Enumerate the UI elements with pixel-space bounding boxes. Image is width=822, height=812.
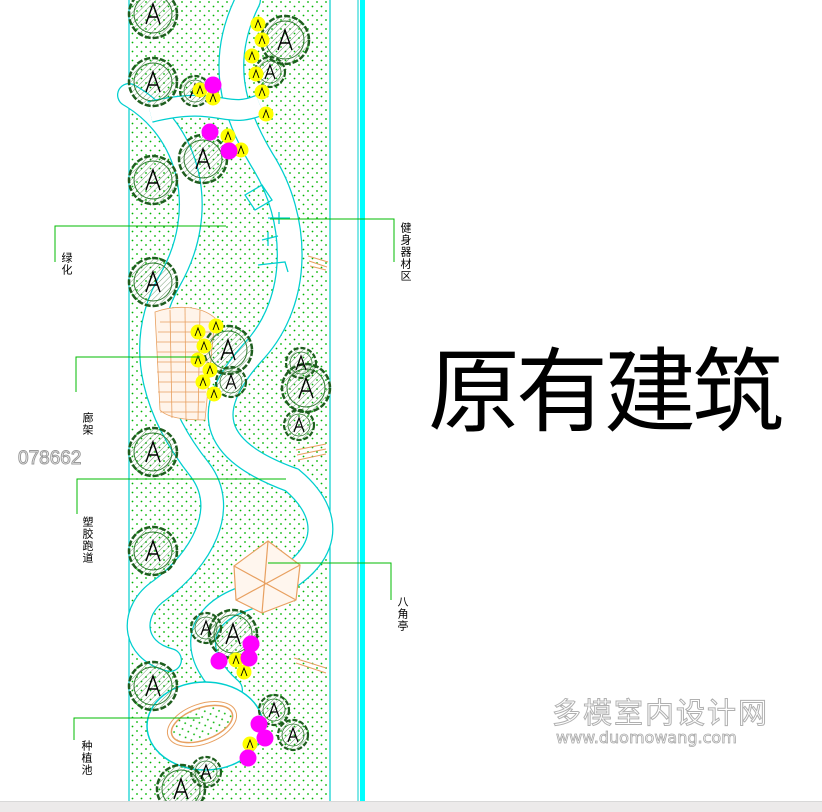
- benches: [293, 255, 329, 674]
- existing-building-label: 原有建筑: [428, 339, 784, 446]
- callout-running-track: 塑胶跑道: [81, 516, 94, 564]
- building-boundary-line: [360, 0, 365, 803]
- planting-pool: [170, 704, 234, 744]
- watermark-url: www.duomowang.com: [556, 728, 738, 748]
- drawing-code: 078662: [17, 448, 82, 470]
- fitness-equipment: [244, 184, 290, 273]
- octagonal-pavilion: [233, 540, 301, 614]
- window-bottom-bar: [0, 801, 822, 812]
- callout-fitness-area: 健身器材区: [399, 222, 412, 282]
- watermark-name: 多模室内设计网: [551, 696, 770, 731]
- callout-pavilion: 八角亭: [396, 596, 409, 632]
- pergola: [154, 306, 216, 421]
- callout-planting-pool: 种植池: [80, 740, 93, 776]
- callout-leaders: [54, 218, 395, 740]
- callout-pergola: 廊架: [81, 412, 94, 436]
- callout-greening: 绿化: [60, 252, 73, 276]
